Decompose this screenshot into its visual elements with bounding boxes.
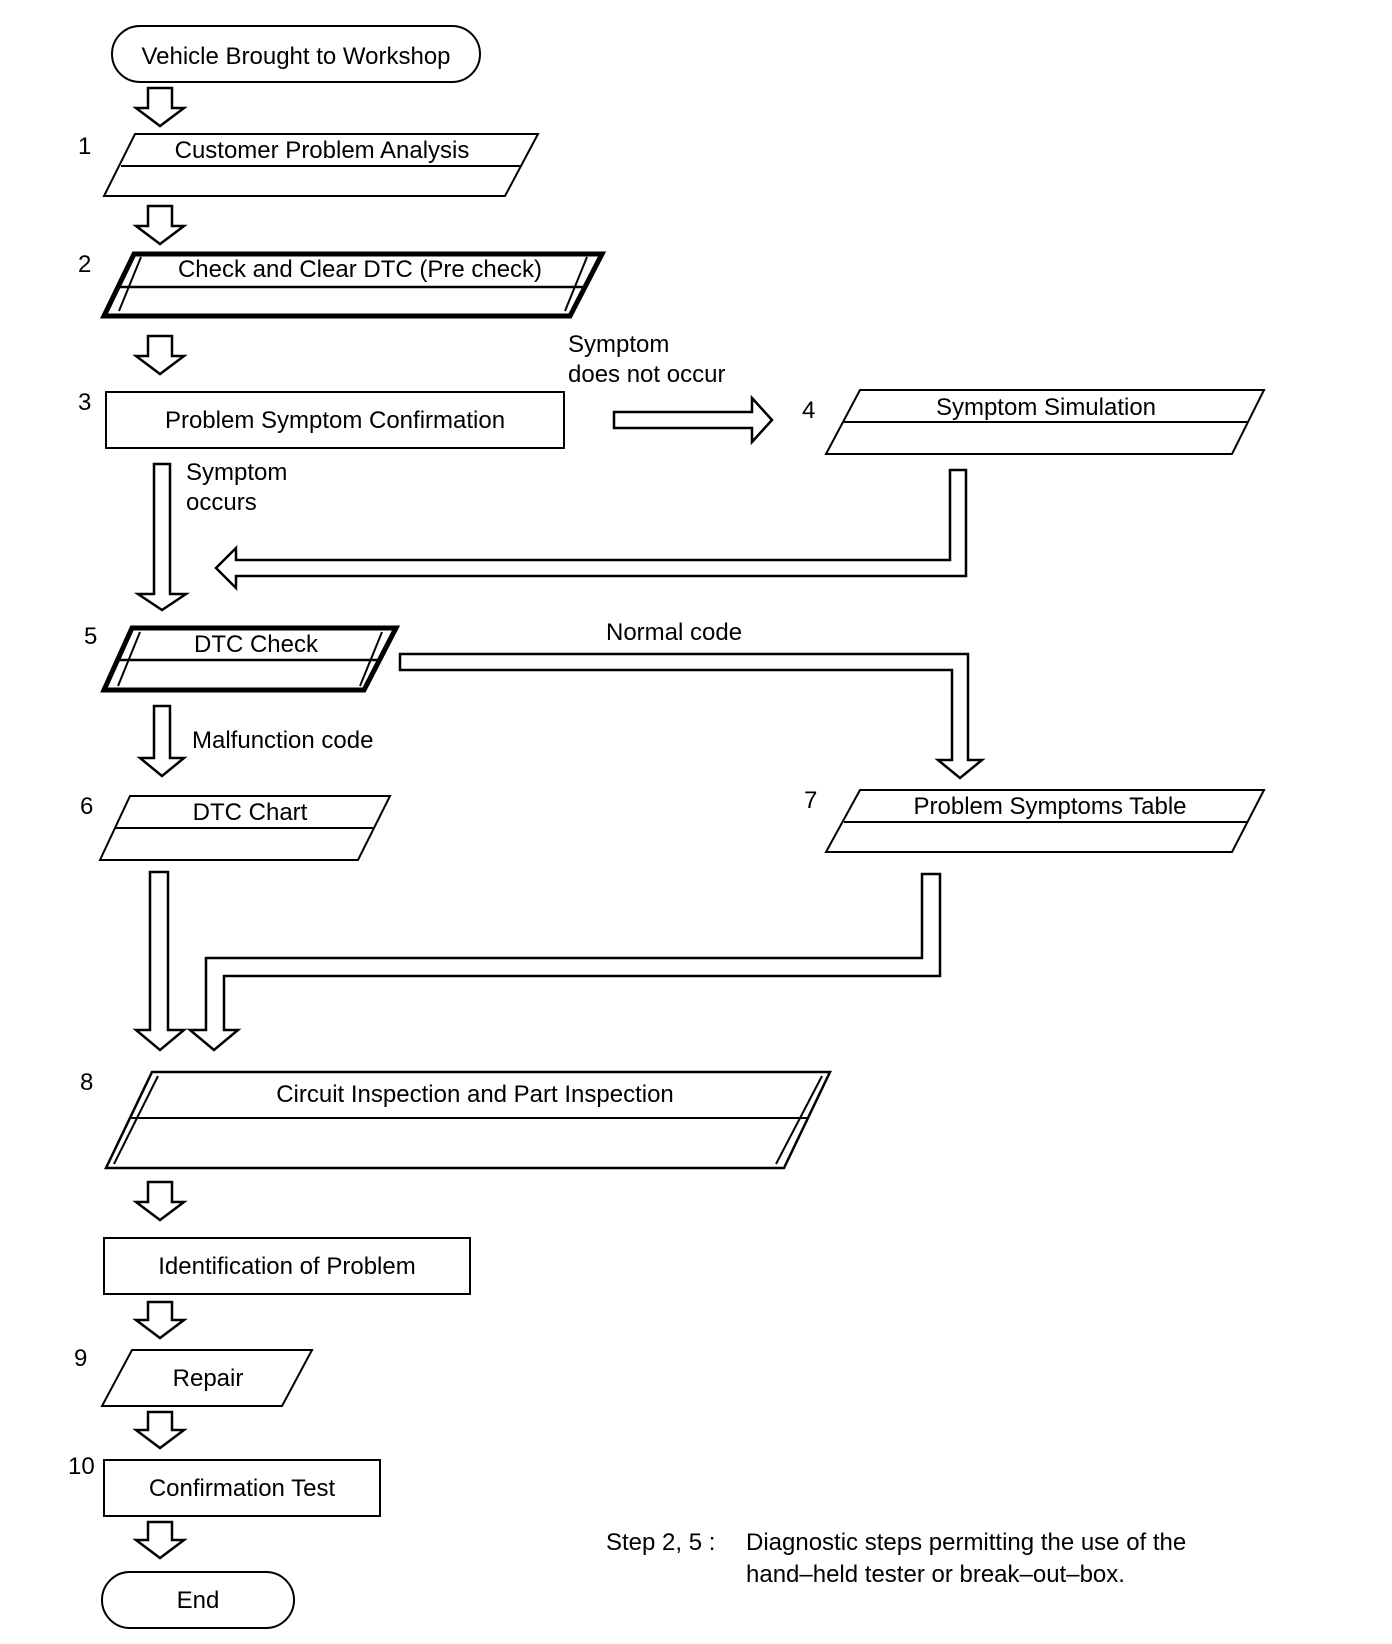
step-4-label: Symptom Simulation [936,394,1156,421]
step-1-label: Customer Problem Analysis [175,137,470,164]
step-7-label: Problem Symptoms Table [914,793,1187,820]
not-occur-line-1: Symptom [568,331,669,358]
arrow-7-to-8 [186,872,942,1052]
step-6-number: 6 [80,793,93,820]
occurs-line-2: occurs [186,489,257,516]
step-1-number: 1 [78,133,91,160]
step-2-number: 2 [78,251,91,278]
branch-normal-code: Normal code [398,619,986,780]
arrow-6-to-8 [132,870,188,1052]
step-8-number: 8 [80,1069,93,1096]
start-terminal: Vehicle Brought to Workshop [111,25,481,83]
step-4-number: 4 [802,397,815,424]
footnote-line-1: Diagnostic steps permitting the use of t… [746,1529,1186,1556]
ident-label: Identification of Problem [158,1253,415,1280]
branch-not-occur: Symptom does not occur [568,331,774,446]
arrow-3-to-5 [133,462,191,612]
step-4-symptom-simulation: 4 Symptom Simulation [802,389,1266,455]
normal-code-label: Normal code [606,619,742,646]
arrow-2-to-3 [132,334,188,376]
step-10-number: 10 [68,1453,95,1480]
step-3-number: 3 [78,389,91,416]
step-5-dtc-check: 5 DTC Check [84,623,401,693]
step-1-customer-problem-analysis: 1 Customer Problem Analysis [78,133,540,197]
footnote-prefix: Step 2, 5 : [606,1529,715,1556]
footnote-line-2: hand–held tester or break–out–box. [746,1561,1125,1588]
arrow-9-to-10 [132,1410,188,1450]
step-9-label: Repair [173,1365,244,1392]
step-7-problem-symptoms-table: 7 Problem Symptoms Table [804,787,1266,853]
arrow-8-to-ident [132,1180,188,1222]
branch-malfunction-code: Malfunction code [136,704,373,778]
branch-occurs: Symptom occurs [186,459,287,516]
step-8-circuit-and-part-inspection: 8 Circuit Inspection and Part Inspection [80,1069,832,1170]
step-3-label: Problem Symptom Confirmation [165,407,505,434]
occurs-line-1: Symptom [186,459,287,486]
start-label: Vehicle Brought to Workshop [141,43,450,70]
step-6-dtc-chart: 6 DTC Chart [80,793,392,861]
end-terminal: End [101,1571,295,1629]
step-7-number: 7 [804,787,817,814]
arrow-ident-to-9 [132,1300,188,1340]
arrow-10-to-end [132,1520,188,1560]
arrow-4-return [214,468,968,592]
step-10-label: Confirmation Test [149,1475,336,1502]
footnote: Step 2, 5 : Diagnostic steps permitting … [606,1529,1186,1588]
malfunction-code-label: Malfunction code [192,727,373,754]
step-9-number: 9 [74,1345,87,1372]
step-2-label: Check and Clear DTC (Pre check) [178,256,542,283]
arrow-start-to-1 [132,86,188,128]
step-3-problem-symptom-confirmation: 3 Problem Symptom Confirmation [78,389,565,449]
identification-of-problem: Identification of Problem [103,1237,471,1295]
step-5-label: DTC Check [194,631,319,658]
end-label: End [177,1587,220,1614]
arrow-1-to-2 [132,204,188,246]
step-10-confirmation-test: 10 Confirmation Test [68,1453,381,1517]
step-2-check-and-clear-dtc: 2 Check and Clear DTC (Pre check) [78,251,607,319]
not-occur-line-2: does not occur [568,361,725,388]
step-5-number: 5 [84,623,97,650]
step-6-label: DTC Chart [193,799,308,826]
step-9-repair: 9 Repair [74,1345,314,1407]
step-8-label: Circuit Inspection and Part Inspection [276,1081,674,1108]
